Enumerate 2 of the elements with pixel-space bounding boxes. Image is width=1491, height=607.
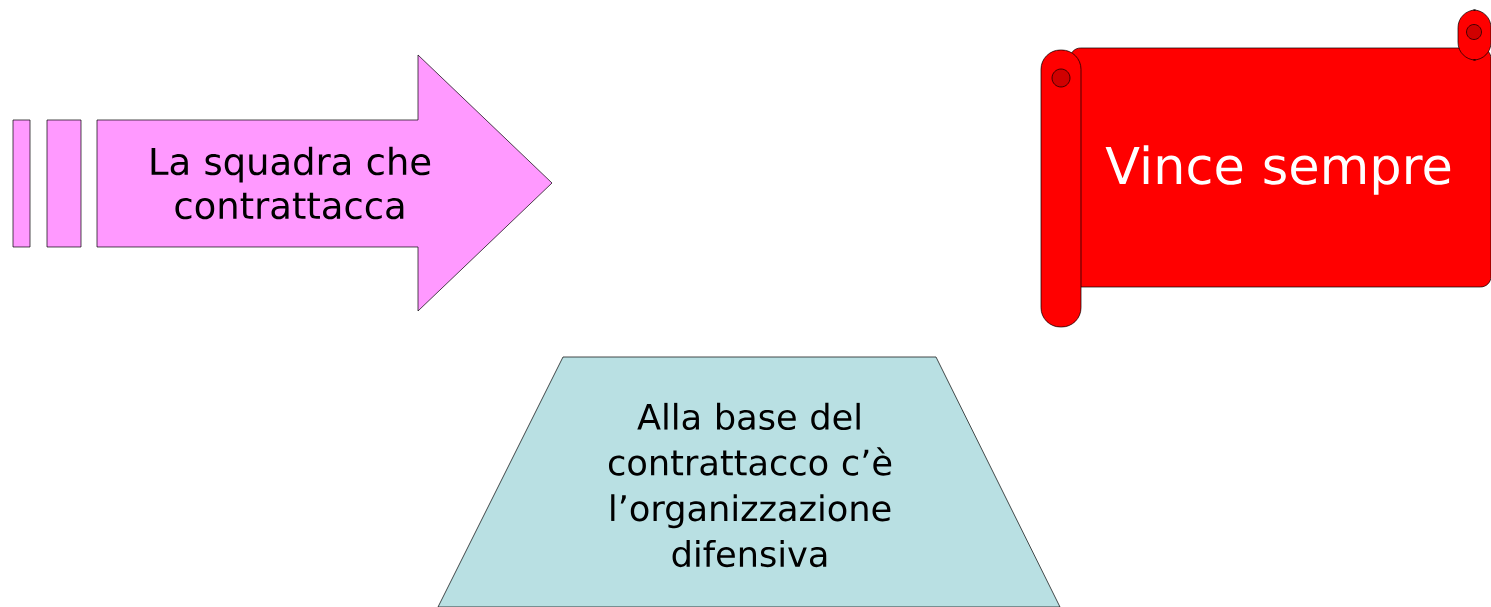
scroll-banner: Vince sempre bbox=[1040, 9, 1491, 328]
trapezoid-box: Alla base del contrattacco c’è l’organizzazione difensiva bbox=[437, 356, 1061, 607]
